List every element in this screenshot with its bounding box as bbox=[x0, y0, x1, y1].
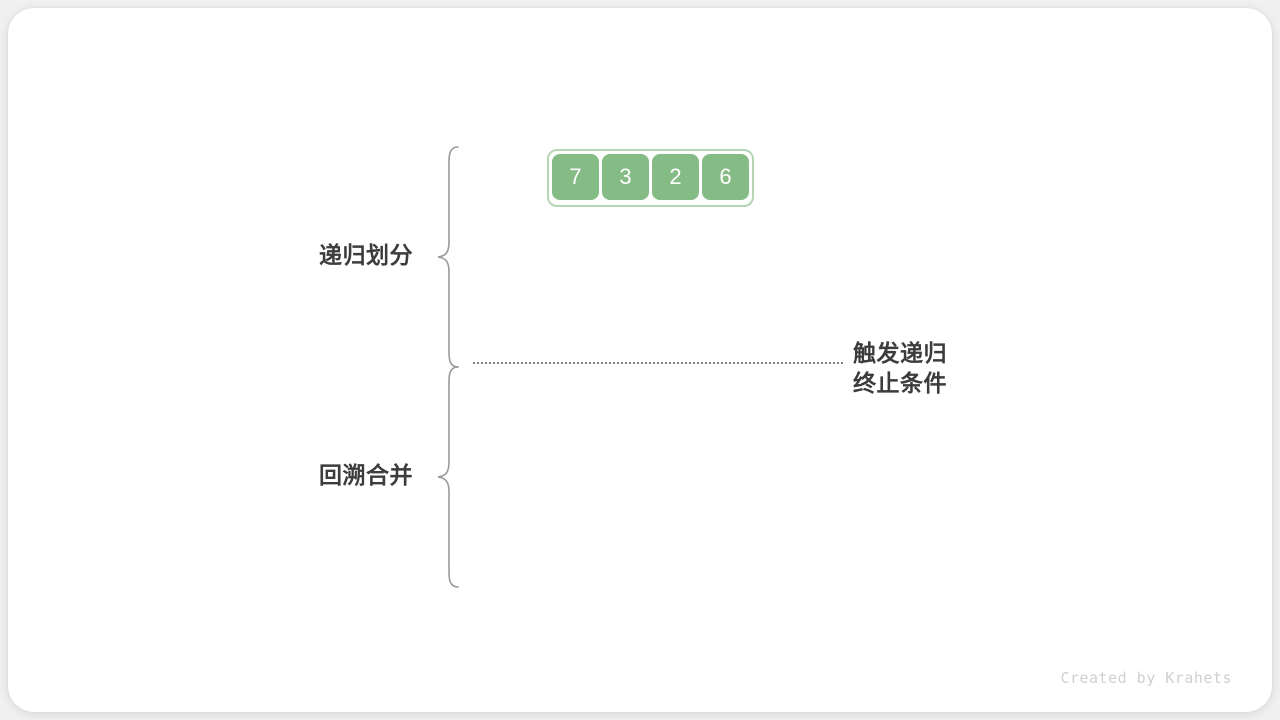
annotation-line-2: 终止条件 bbox=[853, 370, 947, 396]
array-cell: 6 bbox=[702, 154, 749, 200]
watermark-credit: Created by Krahets bbox=[1060, 669, 1232, 687]
figure-canvas: 递归划分 回溯合并 触发递归 终止条件 7 3 2 6 Created by K… bbox=[8, 8, 1272, 712]
recursion-base-case-divider bbox=[473, 362, 843, 364]
section-label-merge: 回溯合并 bbox=[319, 462, 413, 488]
array-container: 7 3 2 6 bbox=[547, 149, 754, 207]
base-case-annotation: 触发递归 终止条件 bbox=[853, 338, 947, 398]
array-cell: 7 bbox=[552, 154, 599, 200]
array-cell: 3 bbox=[602, 154, 649, 200]
curly-brace-divide bbox=[436, 146, 462, 368]
annotation-line-1: 触发递归 bbox=[853, 340, 947, 366]
array-cell: 2 bbox=[652, 154, 699, 200]
curly-brace-merge bbox=[436, 366, 462, 588]
section-label-divide: 递归划分 bbox=[319, 242, 413, 268]
